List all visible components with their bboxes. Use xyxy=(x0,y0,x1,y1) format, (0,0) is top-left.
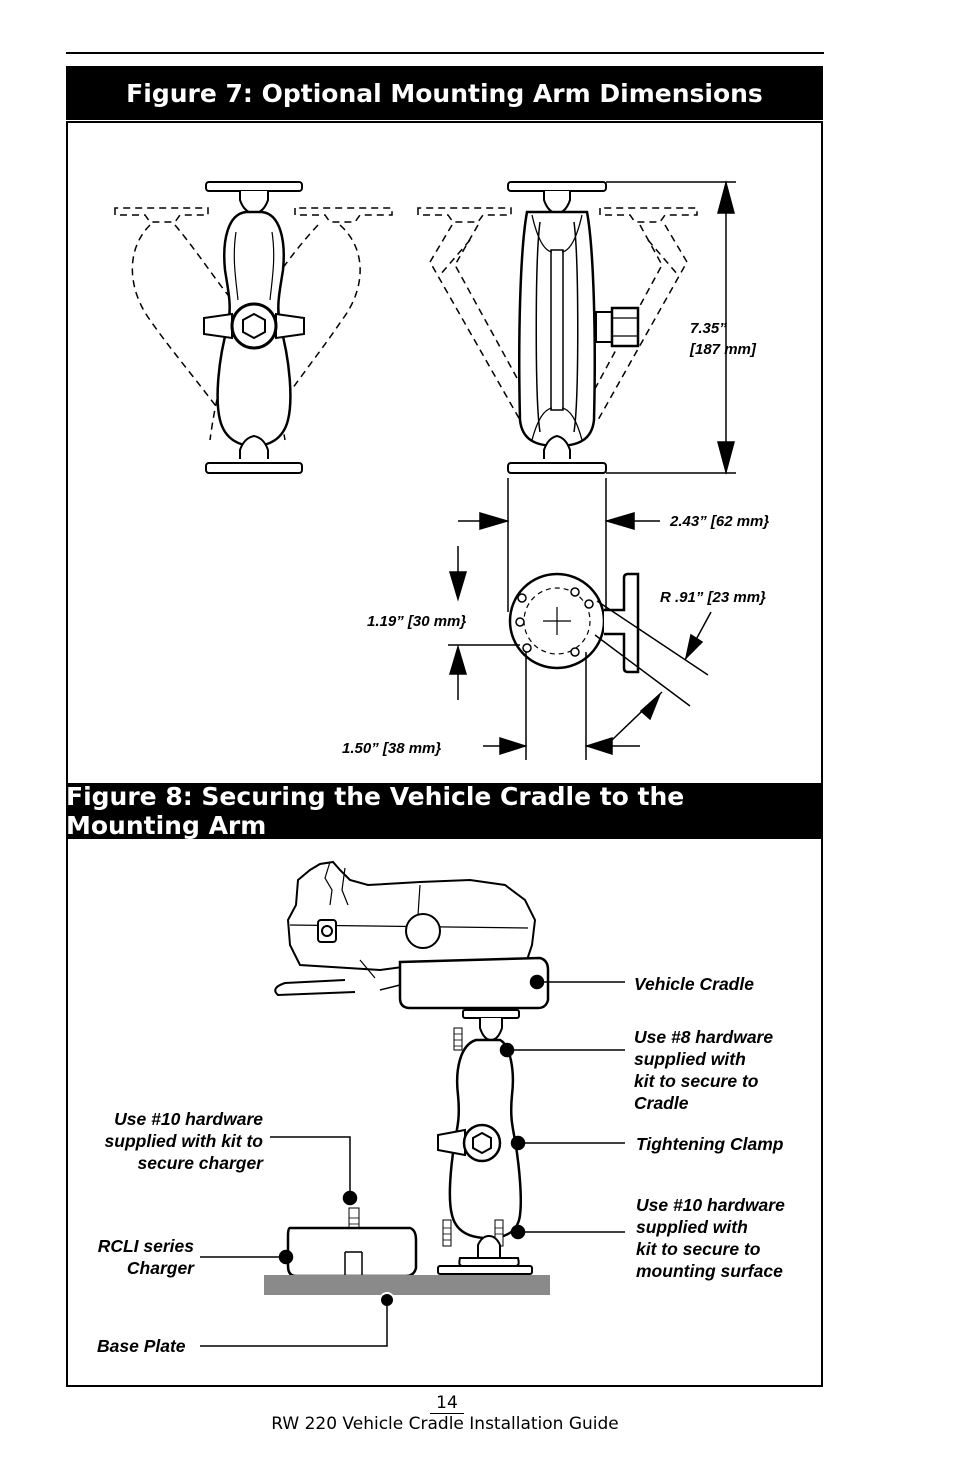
callout-leaders xyxy=(200,974,625,1347)
figure-7-title: Figure 7: Optional Mounting Arm Dimensio… xyxy=(66,66,823,120)
vehicle-cradle-label: Vehicle Cradle xyxy=(634,974,754,994)
vertical-spacing-label: 1.19” [30 mm} xyxy=(367,613,467,630)
hardware-10-charger-label: Use #10 hardware supplied with kit to se… xyxy=(104,1109,263,1173)
page-number: 14 xyxy=(430,1393,464,1414)
height-dimension xyxy=(606,180,736,475)
hardware-10-surface-label: Use #10 hardware supplied with kit to se… xyxy=(636,1195,785,1281)
horizontal-spacing-label: 1.50” [38 mm} xyxy=(342,740,442,757)
height-dimension-label: 7.35” [187 mm] xyxy=(690,320,756,358)
tightening-clamp-label: Tightening Clamp xyxy=(636,1134,784,1154)
base-plate xyxy=(264,1275,550,1295)
top-rule xyxy=(66,52,824,54)
footer-title: RW 220 Vehicle Cradle Installation Guide xyxy=(271,1414,619,1434)
base-plate-label: Base Plate xyxy=(97,1336,186,1356)
width-dimension-label: 2.43” [62 mm} xyxy=(670,513,770,530)
arm-front-view xyxy=(114,181,393,474)
figure-8-title: Figure 8: Securing the Vehicle Cradle to… xyxy=(66,782,823,840)
plate-dimension-view xyxy=(448,478,712,760)
radius-dimension-label: R .91” [23 mm} xyxy=(660,589,766,606)
charger-label: RCLI series Charger xyxy=(97,1236,194,1278)
arm-side-view xyxy=(417,181,698,474)
cradle-assembly xyxy=(274,860,550,1278)
figure-frame xyxy=(66,121,823,1387)
hardware-8-label: Use #8 hardware supplied with kit to sec… xyxy=(634,1027,774,1113)
